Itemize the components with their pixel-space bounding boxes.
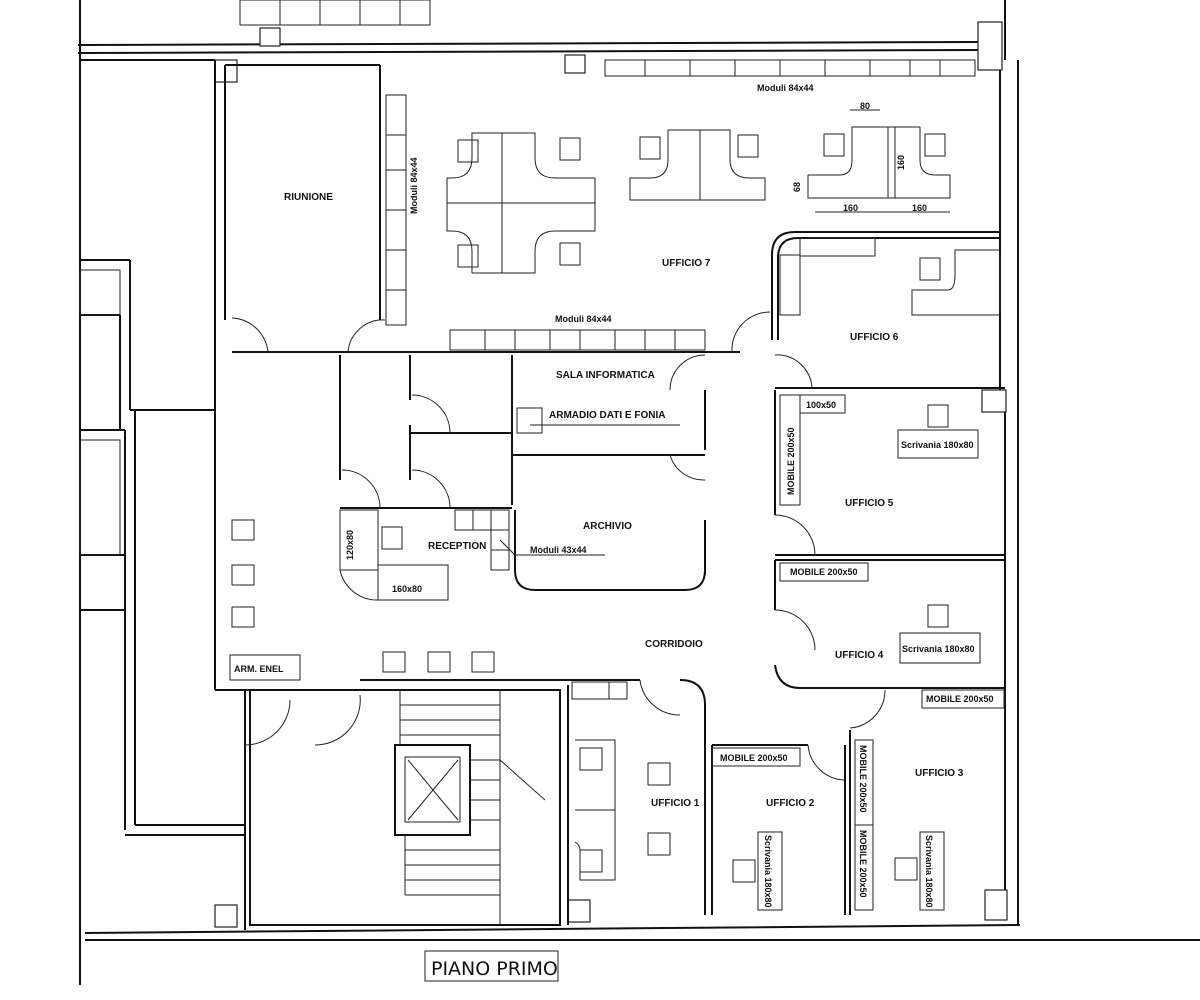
dim-160-b: 160 bbox=[912, 203, 927, 213]
ufficio-6-walls bbox=[731, 231, 1005, 389]
label-moduli-bottom: Moduli 84x44 bbox=[555, 314, 612, 324]
label-mobile-u5: MOBILE 200x50 bbox=[786, 427, 796, 495]
room-label-ufficio-2: UFFICIO 2 bbox=[766, 798, 815, 809]
stair-treads bbox=[400, 704, 546, 896]
label-scrivania-u3: Scrivania 180x80 bbox=[924, 835, 934, 908]
room-label-corridoio: CORRIDOIO bbox=[645, 639, 703, 650]
label-moduli-top: Moduli 84x44 bbox=[757, 83, 814, 93]
label-reception-120x80: 120x80 bbox=[345, 530, 355, 560]
stairwell bbox=[249, 689, 561, 926]
room-label-ufficio-1: UFFICIO 1 bbox=[651, 798, 700, 809]
label-scrivania-u5: Scrivania 180x80 bbox=[901, 440, 974, 450]
label-mobile-u3-b: MOBILE 200x50 bbox=[858, 830, 868, 898]
plan-title: PIANO PRIMO bbox=[431, 958, 558, 980]
room-label-ufficio-5: UFFICIO 5 bbox=[845, 498, 894, 509]
room-label-riunione: RIUNIONE bbox=[284, 192, 333, 203]
label-mobile-u4: MOBILE 200x50 bbox=[790, 567, 858, 577]
label-mobile-u3-top: MOBILE 200x50 bbox=[926, 694, 994, 704]
upper-rooms bbox=[225, 59, 976, 353]
dim-160-a: 160 bbox=[843, 203, 858, 213]
bottom-offices bbox=[244, 679, 1005, 925]
label-reception-160x80: 160x80 bbox=[392, 584, 422, 594]
center-rooms bbox=[229, 354, 706, 681]
left-side-rooms bbox=[79, 59, 360, 930]
label-moduli-archivio: Moduli 43x44 bbox=[530, 545, 587, 555]
room-label-ufficio-4: UFFICIO 4 bbox=[835, 650, 884, 661]
label-scrivania-u4: Scrivania 180x80 bbox=[902, 644, 975, 654]
outer-walls bbox=[77, 0, 1200, 985]
room-label-ufficio-6: UFFICIO 6 bbox=[850, 332, 899, 343]
title-box bbox=[424, 950, 559, 982]
room-label-archivio: ARCHIVIO bbox=[583, 521, 632, 532]
room-label-reception: RECEPTION bbox=[428, 541, 486, 552]
right-offices bbox=[774, 389, 1007, 689]
label-mobile-u2: MOBILE 200x50 bbox=[720, 753, 788, 763]
label-armadio: ARMADIO DATI E FONIA bbox=[549, 410, 665, 421]
label-arm-enel: ARM. ENEL bbox=[234, 664, 284, 674]
label-mobile-100x50: 100x50 bbox=[806, 400, 836, 410]
dim-68: 68 bbox=[792, 182, 802, 192]
dim-160-vertical: 160 bbox=[896, 155, 906, 170]
room-label-ufficio-3: UFFICIO 3 bbox=[915, 768, 964, 779]
label-scrivania-u2: Scrivania 180x80 bbox=[763, 835, 773, 908]
label-mobile-u3-a: MOBILE 200x50 bbox=[858, 745, 868, 813]
dim-80: 80 bbox=[860, 101, 870, 111]
label-moduli-left: Moduli 84x44 bbox=[409, 157, 419, 214]
room-label-sala-informatica: SALA INFORMATICA bbox=[556, 370, 655, 381]
room-label-ufficio-7: UFFICIO 7 bbox=[662, 258, 711, 269]
